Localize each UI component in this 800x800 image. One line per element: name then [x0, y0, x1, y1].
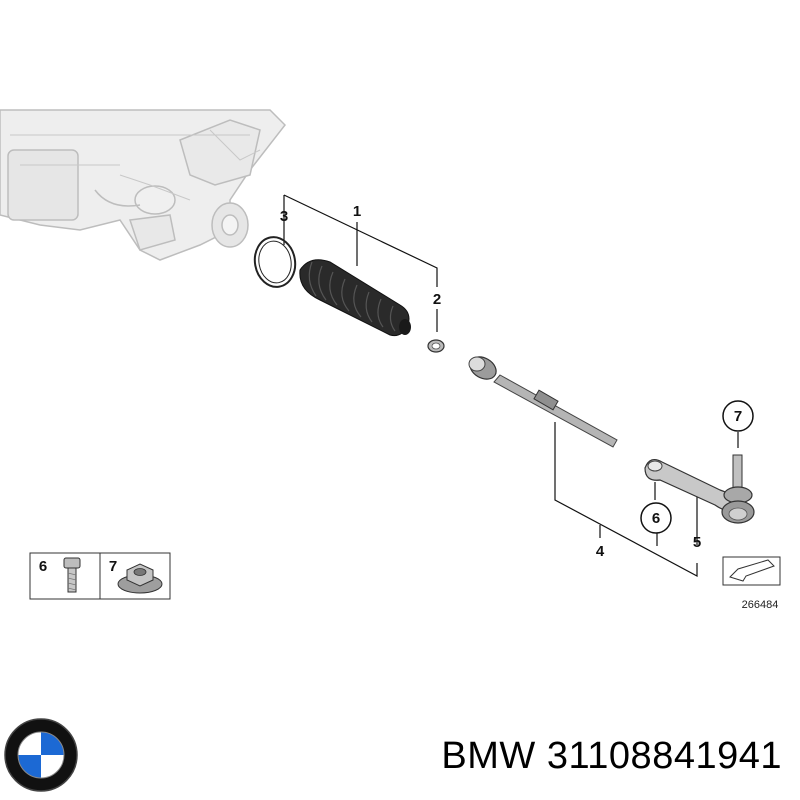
diagram-reference-number: 266484 [742, 599, 779, 611]
circled-callout-7: 7 [722, 400, 754, 432]
callout-4: 4 [596, 543, 605, 560]
brand-name: BMW [441, 735, 536, 777]
bmw-logo [4, 718, 78, 792]
callout-6-text: 6 [652, 510, 660, 527]
callout-2: 2 [433, 291, 441, 308]
callout-labels: 1 2 3 4 5 [280, 203, 701, 560]
footer-title: BMW 31108841941 [441, 735, 782, 778]
steering-rack-housing [0, 109, 286, 261]
leader-lines [283, 194, 739, 578]
legend-number-6: 6 [39, 558, 47, 575]
bolt-icon [63, 557, 81, 593]
clamp-ring [253, 236, 297, 288]
part-number: 31108841941 [546, 735, 782, 777]
bellows-boot [299, 259, 411, 336]
small-clamp [427, 339, 445, 353]
fastener-legend: 6 7 [29, 552, 171, 600]
callout-5: 5 [693, 534, 701, 551]
circled-callout-6: 6 [640, 502, 672, 534]
orientation-indicator: 266484 [722, 556, 781, 611]
nut-icon [117, 563, 163, 594]
outer-tie-rod-end [644, 454, 755, 524]
inner-tie-rod [468, 356, 618, 448]
callout-7-text: 7 [734, 408, 742, 425]
callout-1: 1 [353, 203, 361, 220]
callout-3: 3 [280, 208, 288, 225]
legend-number-7: 7 [109, 558, 117, 575]
